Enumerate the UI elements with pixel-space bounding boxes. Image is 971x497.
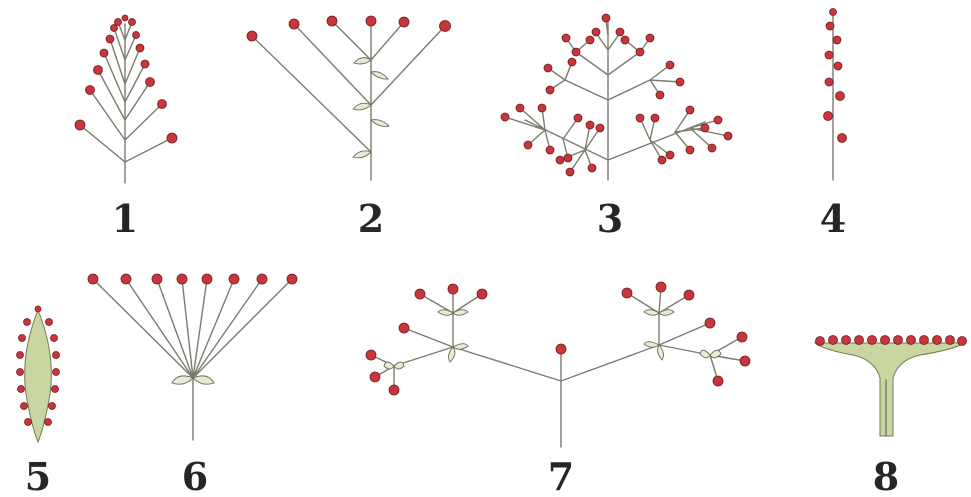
corymb-bracts <box>352 57 390 159</box>
spadix-axis <box>24 308 52 444</box>
dichasium-axis <box>370 286 746 448</box>
panel-spike: 4 <box>820 8 847 241</box>
panel-label-spike: 4 <box>820 196 846 241</box>
panel-raceme: 1 <box>74 14 178 241</box>
panel-label-capitulum: 8 <box>873 454 899 497</box>
panel-corymb: 2 <box>246 15 451 241</box>
spike-flowers <box>823 8 847 143</box>
corymb-axis <box>251 20 446 181</box>
panel-label-corymb: 2 <box>358 196 384 241</box>
panicle-axis <box>504 19 729 181</box>
panel-capitulum: 8 <box>813 335 967 497</box>
capitulum-flowers <box>815 335 967 346</box>
capitulum-receptacle <box>813 342 966 437</box>
panel-label-dichasium: 7 <box>548 454 574 497</box>
panel-dichasium: 7 <box>365 281 751 497</box>
panel-umbel: 6 <box>87 273 298 497</box>
panel-spadix: 5 <box>16 305 60 497</box>
dichasium-flowers <box>365 281 751 396</box>
corymb-flowers <box>246 15 451 42</box>
spadix-flowers <box>16 305 60 426</box>
raceme-flowers <box>74 14 178 144</box>
panel-label-umbel: 6 <box>182 454 208 497</box>
panel-label-spadix: 5 <box>25 454 51 497</box>
panel-panicle: 3 <box>500 13 733 241</box>
umbel-axis <box>92 278 293 441</box>
panicle-flowers <box>500 13 733 177</box>
panel-label-panicle: 3 <box>597 196 623 241</box>
raceme-axis <box>79 21 173 184</box>
umbel-bracts <box>171 375 215 385</box>
panel-label-raceme: 1 <box>112 196 138 241</box>
umbel-flowers <box>87 273 298 285</box>
dichasium-bracts <box>383 309 722 370</box>
